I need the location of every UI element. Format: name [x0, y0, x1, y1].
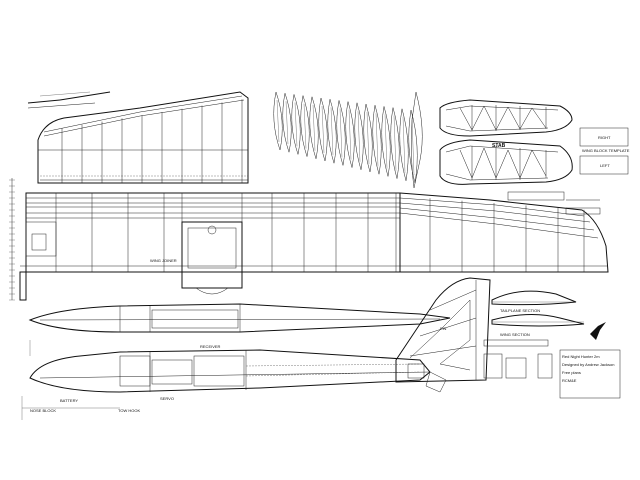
- stab-label: STAB: [492, 143, 506, 149]
- title-credit: RCM&E: [562, 378, 577, 383]
- wing-rib-spar: [276, 99, 280, 143]
- wing-rib: [273, 91, 283, 151]
- stabilizer-bottom: [439, 139, 573, 185]
- fin-note: FIN: [440, 326, 447, 331]
- wing-tip-panel: [37, 91, 249, 184]
- title-note: Free plans: [562, 370, 581, 375]
- wing-rib-spar: [375, 113, 379, 167]
- fuselage-side-view: [29, 349, 431, 393]
- main-wing-plan: [19, 192, 609, 301]
- wing-rib-spar: [393, 115, 397, 171]
- wing-rib-spar: [285, 101, 289, 145]
- wing-rib-spar: [312, 104, 316, 151]
- template-right-label: RIGHT: [598, 135, 611, 140]
- wing-rib: [291, 93, 301, 156]
- wing-rib: [372, 105, 382, 175]
- noseblock-note: NOSE BLOCK: [30, 408, 56, 413]
- small-parts-lower: [407, 353, 553, 393]
- receiver-note: RECEIVER: [200, 344, 221, 349]
- title-designer: Designed by Andrew Jackson: [562, 362, 614, 367]
- airfoil-sections: [483, 290, 585, 347]
- wing-rib-spar: [339, 108, 343, 158]
- wing-rib: [363, 103, 373, 173]
- wing-rib: [309, 96, 319, 159]
- wing-rib-spar: [411, 117, 415, 176]
- dihedral-sketch: [27, 91, 111, 109]
- wing-section-note: WING SECTION: [500, 332, 530, 337]
- wing-rib: [318, 97, 328, 162]
- tow-hook-note: TOW HOOK: [118, 408, 140, 413]
- scale-ticks: [9, 178, 15, 301]
- small-parts-upper: [507, 191, 601, 215]
- wing-joiner-note: WING JOINER: [150, 258, 177, 263]
- wing-rib: [399, 108, 409, 181]
- fuselage-top-view: [28, 303, 451, 333]
- servo-note: SERVO: [160, 396, 174, 401]
- wing-rib: [354, 102, 364, 170]
- bird-logo-icon: [590, 322, 606, 340]
- tailplane-section-note: TAILPLANE SECTION: [500, 308, 540, 313]
- wing-rib: [345, 101, 355, 168]
- wing-rib-spar: [303, 103, 307, 149]
- dimension-lines: [21, 340, 120, 420]
- wing-rib-spar: [294, 102, 298, 147]
- wing-rib: [282, 92, 292, 154]
- template-label: WING BLOCK TEMPLATE: [582, 148, 630, 153]
- wing-rib: [336, 100, 346, 166]
- wing-rib: [381, 106, 391, 177]
- template-left-label: LEFT: [600, 163, 610, 168]
- fin: [395, 277, 491, 383]
- title-name: Red Night Hunter 2m: [562, 354, 600, 359]
- wing-block-templates: RIGHT WING BLOCK TEMPLATE LEFT: [579, 127, 630, 175]
- wing-rib-spar: [330, 107, 334, 156]
- wing-rib-spar: [366, 111, 370, 165]
- wing-rib-spar: [348, 109, 352, 160]
- battery-note: BATTERY: [60, 398, 78, 403]
- wing-rib-spar: [321, 105, 325, 154]
- wing-rib: [300, 94, 310, 158]
- wing-rib-spar: [384, 114, 388, 169]
- wing-ribs-cluster: [273, 91, 418, 184]
- stabilizer-top: [439, 99, 573, 137]
- wing-rib-spar: [402, 116, 406, 173]
- wing-rib: [390, 107, 400, 179]
- wing-rib-spar: [357, 110, 361, 162]
- title-block: [559, 322, 621, 399]
- wing-rib: [327, 99, 337, 164]
